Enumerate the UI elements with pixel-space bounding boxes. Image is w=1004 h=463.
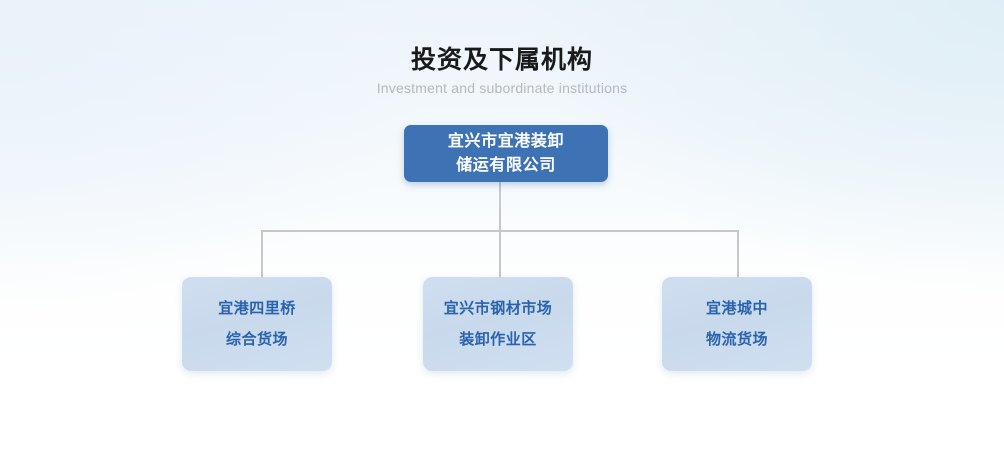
org-node-child-3-line-1: 宜港城中 — [705, 300, 768, 317]
page-heading: 投资及下属机构 Investment and subordinate insti… — [0, 44, 1004, 98]
org-node-child-1-line-2: 综合货场 — [225, 331, 288, 348]
org-node-child-3[interactable]: 宜港城中 物流货场 — [662, 277, 812, 371]
connector-horizontal-bus — [261, 230, 739, 232]
org-node-root-line-1: 宜兴市宜港装卸 — [447, 132, 565, 150]
connector-drop-child-1 — [261, 230, 263, 278]
org-node-child-3-line-2: 物流货场 — [705, 331, 768, 348]
page-subtitle: Investment and subordinate institutions — [376, 80, 628, 96]
connector-drop-child-2 — [499, 230, 501, 278]
org-node-child-2-line-2: 装卸作业区 — [459, 331, 537, 348]
org-node-root[interactable]: 宜兴市宜港装卸 储运有限公司 — [404, 125, 608, 182]
org-node-child-2-line-1: 宜兴市钢材市场 — [443, 300, 553, 317]
org-node-child-2[interactable]: 宜兴市钢材市场 装卸作业区 — [423, 277, 573, 371]
org-node-child-1[interactable]: 宜港四里桥 综合货场 — [182, 277, 332, 371]
connector-root-stem — [499, 182, 501, 232]
page-title: 投资及下属机构 — [410, 46, 593, 74]
connector-drop-child-3 — [737, 230, 739, 278]
org-node-root-line-2: 储运有限公司 — [456, 156, 556, 174]
org-node-child-1-line-1: 宜港四里桥 — [218, 300, 296, 317]
